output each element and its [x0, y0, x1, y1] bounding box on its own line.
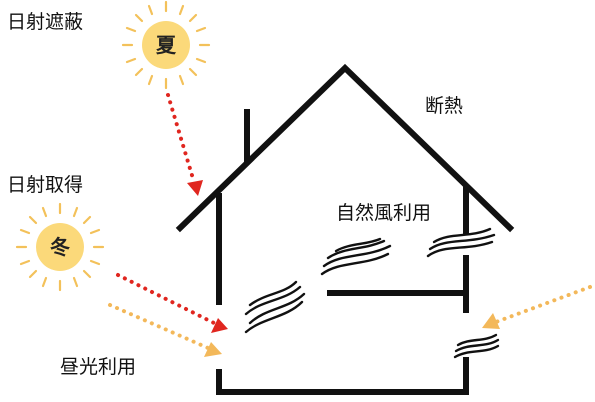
winter-sun-rays — [15, 202, 105, 292]
winter-sun: 冬 — [15, 202, 105, 292]
winter-sun-label: 冬 — [50, 235, 70, 259]
summer-shading-arrow — [166, 93, 203, 196]
winter-solar-gain-arrow — [116, 273, 228, 333]
daylight-arrow-right — [482, 285, 592, 329]
label-solar-shading: 日射遮蔽 — [7, 11, 84, 33]
wind-wisp-right-top — [426, 227, 496, 258]
summer-sun-rays — [121, 0, 211, 90]
roof — [175, 63, 515, 233]
summer-sun: 夏 — [121, 0, 211, 90]
wind-wisp-upper-room — [320, 237, 392, 276]
label-insulation: 断熱 — [425, 95, 464, 117]
summer-sun-disc — [142, 21, 190, 69]
label-daylight-use: 昼光利用 — [60, 356, 137, 378]
label-solar-gain: 日射取得 — [7, 174, 84, 196]
wind-wisp-right-bottom — [453, 333, 500, 359]
house-outline — [175, 63, 515, 395]
winter-sun-disc — [36, 223, 84, 271]
summer-sun-label: 夏 — [156, 33, 177, 57]
wind-wisp-left-window — [244, 280, 306, 334]
wind-wisps — [244, 227, 500, 359]
label-natural-ventilation: 自然風利用 — [336, 202, 432, 224]
daylight-arrow-left — [108, 303, 222, 357]
